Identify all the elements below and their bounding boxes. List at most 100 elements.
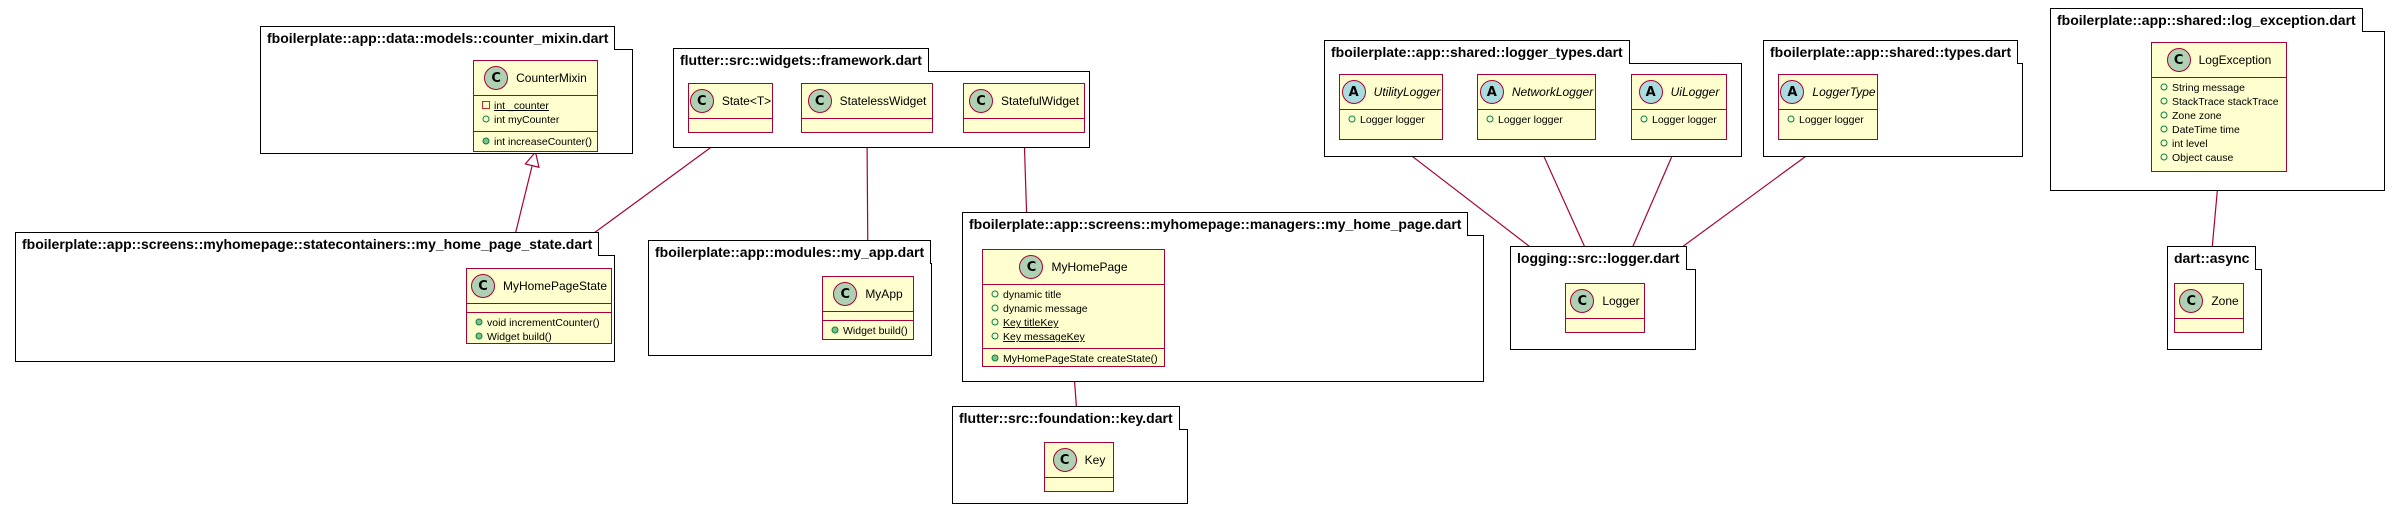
package-logger-types-title: fboilerplate::app::shared::logger_types.… xyxy=(1324,40,1630,64)
class-name: UtilityLogger xyxy=(1373,85,1441,99)
package-counter-mixin-title: fboilerplate::app::data::models::counter… xyxy=(260,26,616,50)
class-methods: MyHomePageState createState() xyxy=(983,348,1164,370)
class-field: Logger logger xyxy=(1486,113,1587,127)
class-spot-icon: C xyxy=(2166,48,2191,72)
public-field-icon xyxy=(1348,113,1360,127)
class-zone: C Zone xyxy=(2174,283,2244,333)
class-name: State<T> xyxy=(721,94,772,108)
public-field-icon xyxy=(482,113,494,127)
public-method-icon xyxy=(482,135,494,149)
class-spot-icon: C xyxy=(689,89,714,113)
class-spot-icon: C xyxy=(1019,255,1044,279)
class-stateless-widget: C StatelessWidget xyxy=(801,83,933,133)
class-field: Zone zone xyxy=(2160,109,2278,123)
abstract-spot-icon: A xyxy=(1780,80,1805,104)
class-field: int myCounter xyxy=(482,113,589,127)
public-field-icon xyxy=(2160,123,2172,137)
class-method: Widget build() xyxy=(475,330,603,344)
public-field-icon xyxy=(991,302,1003,316)
class-my-app: C MyApp Widget build() xyxy=(822,276,914,340)
public-field-icon xyxy=(2160,109,2172,123)
class-field: Object cause xyxy=(2160,151,2278,165)
class-network-logger: A NetworkLogger Logger logger xyxy=(1477,74,1596,140)
class-counter-mixin: C CounterMixin int _counter int myCounter… xyxy=(473,60,598,152)
class-fields: dynamic title dynamic message Key titleK… xyxy=(983,284,1164,348)
class-name: NetworkLogger xyxy=(1511,85,1594,99)
public-field-icon xyxy=(2160,95,2172,109)
package-my-home-page-title: fboilerplate::app::screens::myhomepage::… xyxy=(962,212,1469,236)
class-my-home-page-state: C MyHomePageState void incrementCounter()… xyxy=(466,268,612,344)
public-method-icon xyxy=(475,316,487,330)
package-logger-title: logging::src::logger.dart xyxy=(1510,246,1687,270)
class-name: Zone xyxy=(2211,294,2239,308)
class-method: int increaseCounter() xyxy=(482,135,592,149)
class-method: Widget build() xyxy=(831,324,908,338)
class-fields: String message StackTrace stackTrace Zon… xyxy=(2152,77,2286,169)
public-method-icon xyxy=(831,324,843,338)
class-field: int level xyxy=(2160,137,2278,151)
abstract-spot-icon: A xyxy=(1341,80,1366,104)
class-name: StatefulWidget xyxy=(1000,94,1080,108)
class-name: CounterMixin xyxy=(516,71,587,85)
class-field: int _counter xyxy=(482,99,589,113)
class-methods: void incrementCounter() Widget build() xyxy=(467,312,611,348)
public-field-icon xyxy=(2160,81,2172,95)
package-shared-types-title: fboilerplate::app::shared::types.dart xyxy=(1763,40,2019,64)
class-spot-icon: C xyxy=(968,89,993,113)
class-name: Key xyxy=(1084,453,1106,467)
class-field: String message xyxy=(2160,81,2278,95)
class-spot-icon: C xyxy=(833,282,858,306)
class-spot-icon: C xyxy=(1570,289,1595,313)
public-field-icon xyxy=(1486,113,1498,127)
package-my-home-page-state-title: fboilerplate::app::screens::myhomepage::… xyxy=(15,232,600,256)
public-field-icon xyxy=(991,316,1003,330)
class-stateful-widget: C StatefulWidget xyxy=(963,83,1085,133)
class-field: Key titleKey xyxy=(991,316,1156,330)
class-utility-logger: A UtilityLogger Logger logger xyxy=(1339,74,1443,140)
class-logger: C Logger xyxy=(1565,283,1645,333)
class-name: MyHomePageState xyxy=(502,279,608,293)
class-name: StatelessWidget xyxy=(839,94,927,108)
package-log-exception-title: fboilerplate::app::shared::log_exception… xyxy=(2050,8,2363,32)
abstract-spot-icon: A xyxy=(1479,80,1504,104)
class-field: DateTime time xyxy=(2160,123,2278,137)
package-dart-async-title: dart::async xyxy=(2167,246,2257,270)
class-spot-icon: C xyxy=(1052,448,1077,472)
class-spot-icon: C xyxy=(807,89,832,113)
public-method-icon xyxy=(991,352,1003,366)
class-name: UiLogger xyxy=(1670,85,1720,99)
class-spot-icon: C xyxy=(2179,289,2204,313)
class-field: Logger logger xyxy=(1348,113,1434,127)
public-field-icon xyxy=(991,288,1003,302)
class-spot-icon: C xyxy=(484,66,509,90)
class-field: dynamic message xyxy=(991,302,1156,316)
class-field: Key messageKey xyxy=(991,330,1156,344)
package-my-app-title: fboilerplate::app::modules::my_app.dart xyxy=(648,240,932,264)
abstract-spot-icon: A xyxy=(1638,80,1663,104)
class-state: C State<T> xyxy=(688,83,773,133)
class-my-home-page: C MyHomePage dynamic title dynamic messag… xyxy=(982,249,1165,367)
class-spot-icon: C xyxy=(470,274,495,298)
package-key-title: flutter::src::foundation::key.dart xyxy=(952,406,1180,430)
public-field-icon xyxy=(2160,137,2172,151)
class-name: LoggerType xyxy=(1812,85,1876,99)
class-method: void incrementCounter() xyxy=(475,316,603,330)
class-method: MyHomePageState createState() xyxy=(991,352,1158,366)
class-name: MyApp xyxy=(865,287,903,301)
class-field: dynamic title xyxy=(991,288,1156,302)
class-key: C Key xyxy=(1044,442,1114,492)
private-field-icon xyxy=(482,99,494,113)
class-name: MyHomePage xyxy=(1051,260,1128,274)
public-field-icon xyxy=(1787,113,1799,127)
class-name: Logger xyxy=(1602,294,1640,308)
class-field: Logger logger xyxy=(1640,113,1718,127)
class-field: StackTrace stackTrace xyxy=(2160,95,2279,109)
public-method-icon xyxy=(475,330,487,344)
class-ui-logger: A UiLogger Logger logger xyxy=(1631,74,1727,140)
class-methods: Widget build() xyxy=(823,320,913,342)
class-methods: int increaseCounter() xyxy=(474,131,597,153)
public-field-icon xyxy=(991,330,1003,344)
public-field-icon xyxy=(2160,151,2172,165)
